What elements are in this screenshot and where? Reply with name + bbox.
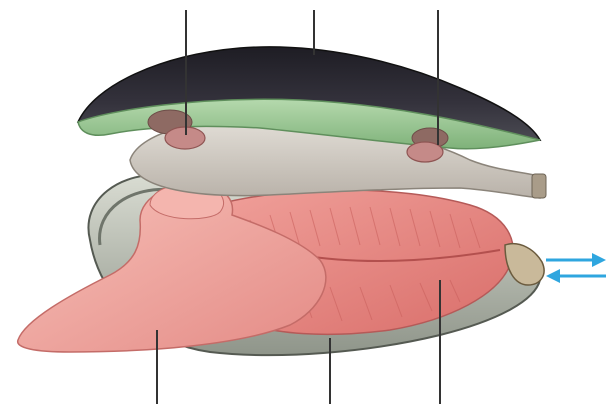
outflow-arrow-icon	[546, 253, 606, 267]
siphon-end	[532, 174, 546, 198]
water-flow-arrows	[546, 253, 606, 283]
inflow-arrow-icon	[546, 269, 606, 283]
